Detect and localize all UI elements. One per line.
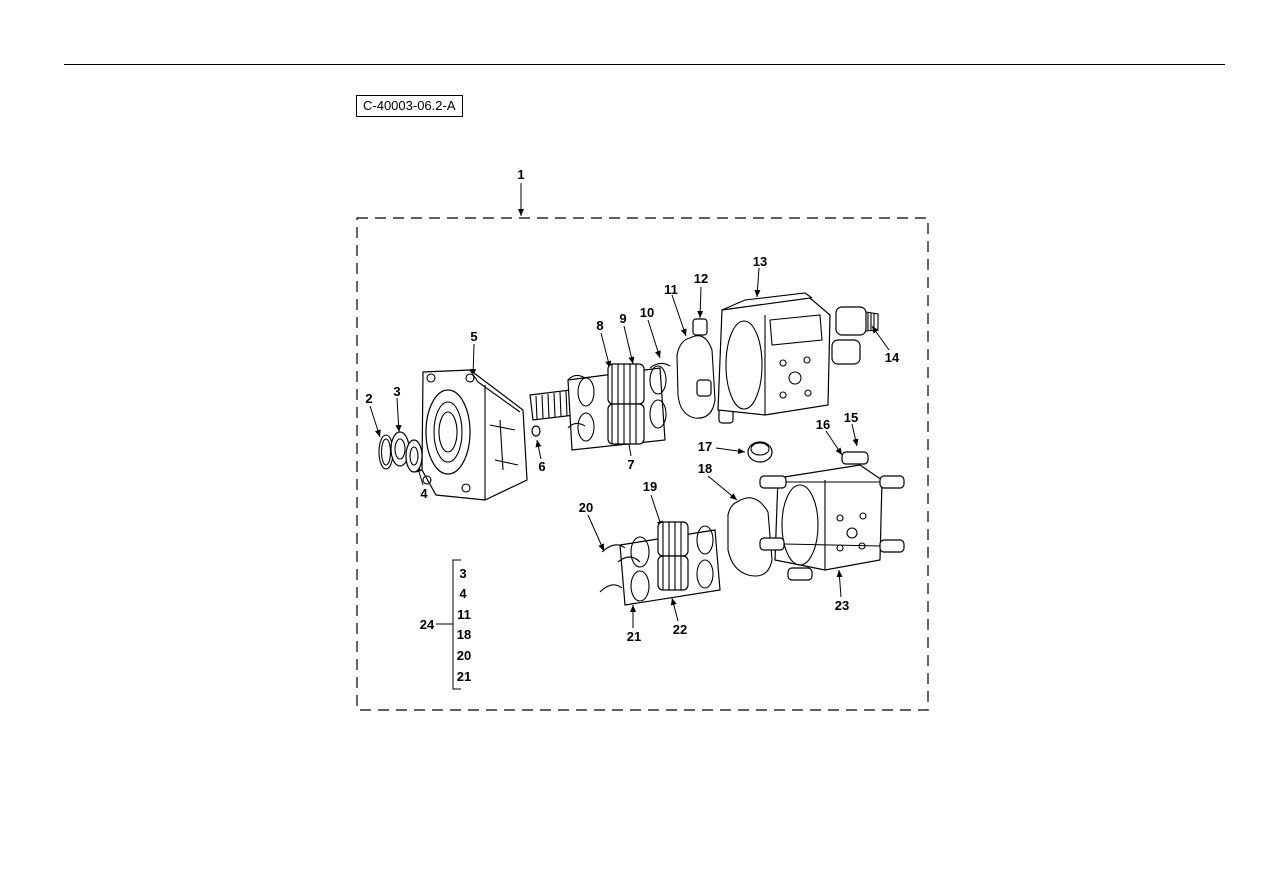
kit-item-20: 20 — [457, 648, 471, 663]
figure-id-label: C-40003-06.2-A — [356, 95, 463, 117]
callout-11: 11 — [664, 282, 678, 297]
callout-2: 2 — [365, 391, 372, 406]
callout-7: 7 — [627, 457, 634, 472]
callout-8: 8 — [596, 318, 603, 333]
kit-callout-24: 24 — [420, 617, 435, 632]
kit-item-4: 4 — [459, 586, 467, 601]
assembly-boundary — [356, 217, 929, 711]
kit-bracket — [436, 559, 461, 690]
header-rule — [64, 64, 1225, 65]
callout-6: 6 — [538, 459, 545, 474]
callout-13: 13 — [753, 254, 767, 269]
callout-17: 17 — [698, 439, 712, 454]
callout-20: 20 — [579, 500, 593, 515]
seal-part — [390, 431, 410, 467]
coupling-sleeve-part — [831, 306, 879, 365]
kit-item-21: 21 — [457, 669, 471, 684]
callout-21: 21 — [627, 629, 641, 644]
drive-gear-set-part — [529, 362, 671, 451]
rear-housing-part — [759, 451, 905, 581]
callout-23: 23 — [835, 598, 849, 613]
callout-22: 22 — [673, 622, 687, 637]
lower-gasket-part — [727, 497, 773, 577]
gasket-part — [676, 335, 716, 419]
housing-plug-part — [747, 441, 773, 463]
washer-part — [405, 439, 423, 473]
kit-item-3: 3 — [459, 566, 466, 581]
callout-18: 18 — [698, 461, 712, 476]
callout-10: 10 — [640, 305, 654, 320]
driven-gear-set-part — [599, 521, 721, 606]
gear-housing-part — [717, 292, 831, 416]
callout-16: 16 — [816, 417, 830, 432]
callout-12: 12 — [694, 271, 708, 286]
kit-item-11: 11 — [457, 607, 471, 622]
callout-19: 19 — [643, 479, 657, 494]
callout-15: 15 — [844, 410, 858, 425]
callout-1: 1 — [517, 167, 524, 182]
callout-labels: 1 2 3 4 5 6 7 8 9 10 11 12 13 14 15 16 1… — [365, 167, 900, 684]
callout-4: 4 — [420, 486, 428, 501]
kit-item-18: 18 — [457, 627, 471, 642]
callout-9: 9 — [619, 311, 626, 326]
callout-14: 14 — [885, 350, 900, 365]
mounting-flange-part — [421, 369, 528, 501]
callout-5: 5 — [470, 329, 477, 344]
callout-3: 3 — [393, 384, 400, 399]
plug-part — [531, 425, 541, 437]
